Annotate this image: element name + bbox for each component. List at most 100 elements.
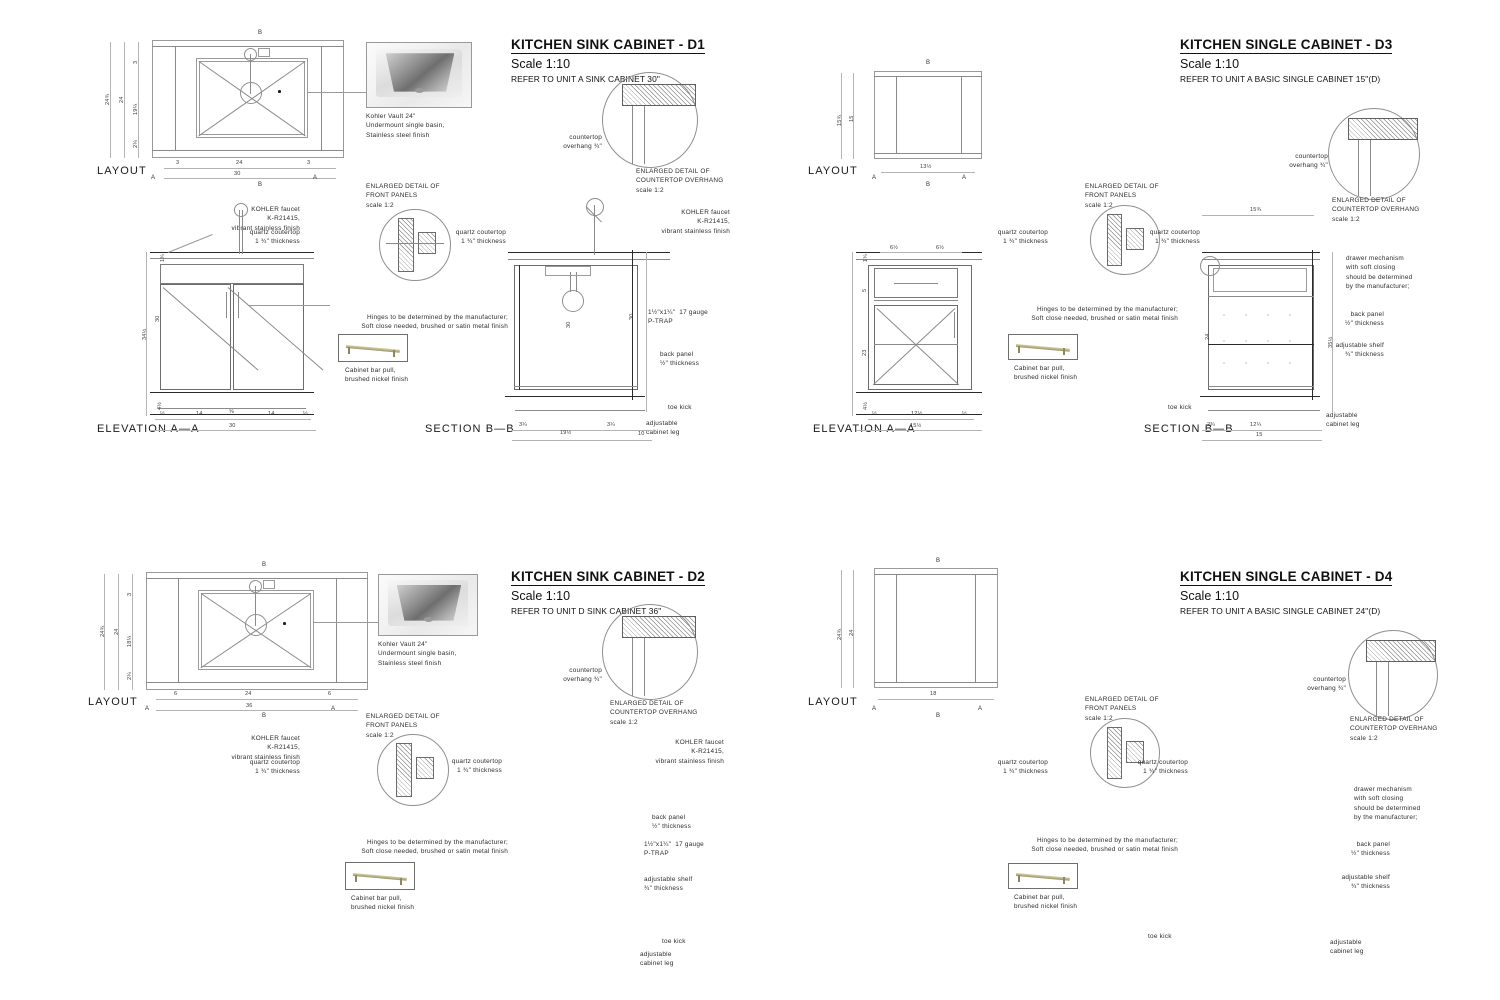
elev-door-mid-d3 <box>874 344 958 345</box>
layout-right-edge-d2 <box>336 578 337 682</box>
scale-d1: Scale 1:10 <box>511 57 571 71</box>
countertop-v2-d2 <box>644 638 645 696</box>
dim-line-width-d4 <box>878 699 994 700</box>
bar-pull-foot-left-d4 <box>1017 875 1020 883</box>
dim-sec-body-h-d3: 24 <box>1205 333 1211 340</box>
sec-toe-top-d3 <box>1200 396 1320 397</box>
section-label-d3: SECTION B—B <box>1144 423 1234 435</box>
note-quartz-sec-d3: quartz coutertop 1 ¾" thickness <box>1149 229 1200 246</box>
note-enlarged-countertop-d2: ENLARGED DETAIL OF COUNTERTOP OVERHANG s… <box>610 700 698 726</box>
layout-label-d3: LAYOUT <box>808 165 858 177</box>
elev-door-pull-d3[interactable] <box>954 312 955 338</box>
layout-right-edge-d1 <box>321 46 322 150</box>
note-drawer-mech-d4: drawer mechanism with soft closing shoul… <box>1354 786 1421 821</box>
dim-elev-overall-w-d1: 30 <box>229 423 236 429</box>
elev-door-d3[interactable] <box>874 305 958 385</box>
elev-pull-left-d1[interactable] <box>226 292 227 318</box>
dim-line-widths-d2 <box>156 699 358 700</box>
sink-basin-inner-d1 <box>199 61 305 135</box>
dim-depth-bottom-d2: 2¼ <box>127 671 133 680</box>
bar-pull-foot-right-d3 <box>1063 348 1066 356</box>
section-mark-b-top-d2: B <box>262 562 267 568</box>
layout-left-edge-d2 <box>178 578 179 682</box>
note-enlarged-countertop-d1: ENLARGED DETAIL OF COUNTERTOP OVERHANG s… <box>636 168 724 194</box>
dim-elev-door-d1: 30 <box>155 315 161 322</box>
elev-pull-right-d1[interactable] <box>238 292 239 318</box>
layout-front-d1 <box>152 150 344 151</box>
note-hinges-d2: Hinges to be determined by the manufactu… <box>361 839 508 856</box>
dim-sec-top-width-d3: 15¾ <box>1250 207 1262 213</box>
front-panel-detail-note-d4: ENLARGED DETAIL OF FRONT PANELS scale 1:… <box>1085 696 1159 722</box>
note-toe-kick-d1: toe kick <box>668 404 692 411</box>
countertop-detail-circle-d4 <box>1348 630 1438 720</box>
elev-door-right-d1[interactable] <box>233 284 304 390</box>
elev-dim-bot-d3 <box>868 419 974 420</box>
bar-pull-foot-right-d4 <box>1063 877 1066 885</box>
sec-toe-bottom-d3 <box>1208 410 1320 411</box>
dim-width-right-d2: 6 <box>328 691 332 697</box>
bar-pull-foot-left-d2 <box>354 874 357 882</box>
reference-d4: REFER TO UNIT A BASIC SINGLE CABINET 24"… <box>1180 606 1381 616</box>
section-mark-a-right-d4: A <box>978 706 983 712</box>
dim-right-pull-d3: 6½ <box>936 245 945 251</box>
note-adjustable-leg-d1: adjustable cabinet leg <box>646 420 680 437</box>
elev-dim-widths-d1 <box>155 419 311 420</box>
dim-line-widths-d1 <box>164 168 336 169</box>
dim-edge-l-d3: ½ <box>872 411 877 417</box>
dim-elev-edge-l-d1: ½ <box>160 411 165 417</box>
dim-width-overall-d3: 13½ <box>920 164 932 170</box>
dim-elev-toe-d1: 4½ <box>157 401 163 410</box>
front-panel-hatch-left-d3 <box>1107 214 1122 266</box>
sink-photo-basin-d1 <box>385 53 455 92</box>
elev-drawer-d3[interactable] <box>874 268 958 298</box>
dim-sec-door-d1: 30 <box>629 313 635 320</box>
note-quartz-sec-d1: quartz coutertop 1 ¾" thickness <box>455 229 506 246</box>
note-toe-kick-d3: toe kick <box>1168 404 1192 411</box>
elev-countertop-bot-d1 <box>150 258 314 259</box>
note-quartz-elev-d2: quartz coutertop 1 ¾" thickness <box>249 759 300 776</box>
sink-caption-d2: Kohler Vault 24" Undermount single basin… <box>378 641 457 667</box>
section-mark-b-top-d4: B <box>936 558 941 564</box>
scale-d3: Scale 1:10 <box>1180 57 1240 71</box>
faucet-plan-handle-d2 <box>263 580 275 589</box>
title-d2: KITCHEN SINK CABINET - D2 <box>511 569 706 586</box>
dim-overall-width-d3: 15½ <box>910 423 922 429</box>
section-mark-a-left-d4: A <box>872 706 877 712</box>
front-panel-hatch-right-d3 <box>1126 228 1144 250</box>
front-panel-hatch-left-d4 <box>1107 727 1122 779</box>
note-bar-pull-d4: Cabinet bar pull, brushed nickel finish <box>1014 894 1078 911</box>
faucet-plan-handle-d1 <box>258 48 270 57</box>
layout-back-d3 <box>874 76 982 77</box>
dim-line-width-d3 <box>881 172 975 173</box>
sec-dim-h2-d3 <box>1202 440 1322 441</box>
note-drawer-mech-d3: drawer mechanism with soft closing shoul… <box>1346 255 1413 290</box>
sec-drawer-d3[interactable] <box>1213 268 1307 292</box>
elev-door-left-d1[interactable] <box>160 284 231 390</box>
countertop-v2-d4 <box>1388 662 1389 716</box>
note-bar-pull-d1: Cabinet bar pull, brushed nickel finish <box>345 367 409 384</box>
scale-d4: Scale 1:10 <box>1180 589 1240 603</box>
sink-photo-leader-d1 <box>308 92 366 93</box>
sec-body-d3 <box>1208 265 1314 390</box>
dim-line-depth-overall-d1 <box>110 42 111 158</box>
front-panel-detail-circle-d1 <box>379 209 451 281</box>
layout-backsplash-d1 <box>152 46 344 47</box>
note-quartz-sec-d4: quartz coutertop 1 ¾" thickness <box>1137 759 1188 776</box>
sec-adjustable-shelf-d3 <box>1208 344 1314 345</box>
dim-depth-top-d2: 3 <box>127 592 133 596</box>
bar-pull-foot-right-d1 <box>393 349 396 357</box>
sec-drawer-bot-d3 <box>1208 296 1314 297</box>
elev-drawer-pull-d3[interactable] <box>894 283 938 284</box>
dim-line-body-d4 <box>853 570 854 688</box>
dim-sec-inner-d3: 12¼ <box>1250 422 1262 428</box>
bar-pull-thumbnail-d1 <box>338 334 408 362</box>
leader-hinges-d1 <box>248 305 330 306</box>
section-mark-b-top-d3: B <box>926 60 931 66</box>
elevation-label-d3: ELEVATION A—A <box>813 423 916 435</box>
dim-depth-overall-d4: 24¾ <box>837 628 843 641</box>
dim-line-depth-overall-d3 <box>841 73 842 159</box>
dim-line-depth-body-d1 <box>124 42 125 158</box>
elev-dim-overall-d3 <box>856 430 982 431</box>
front-panel-detail-circle-d2 <box>377 734 449 806</box>
layout-outline-d1 <box>152 40 344 158</box>
